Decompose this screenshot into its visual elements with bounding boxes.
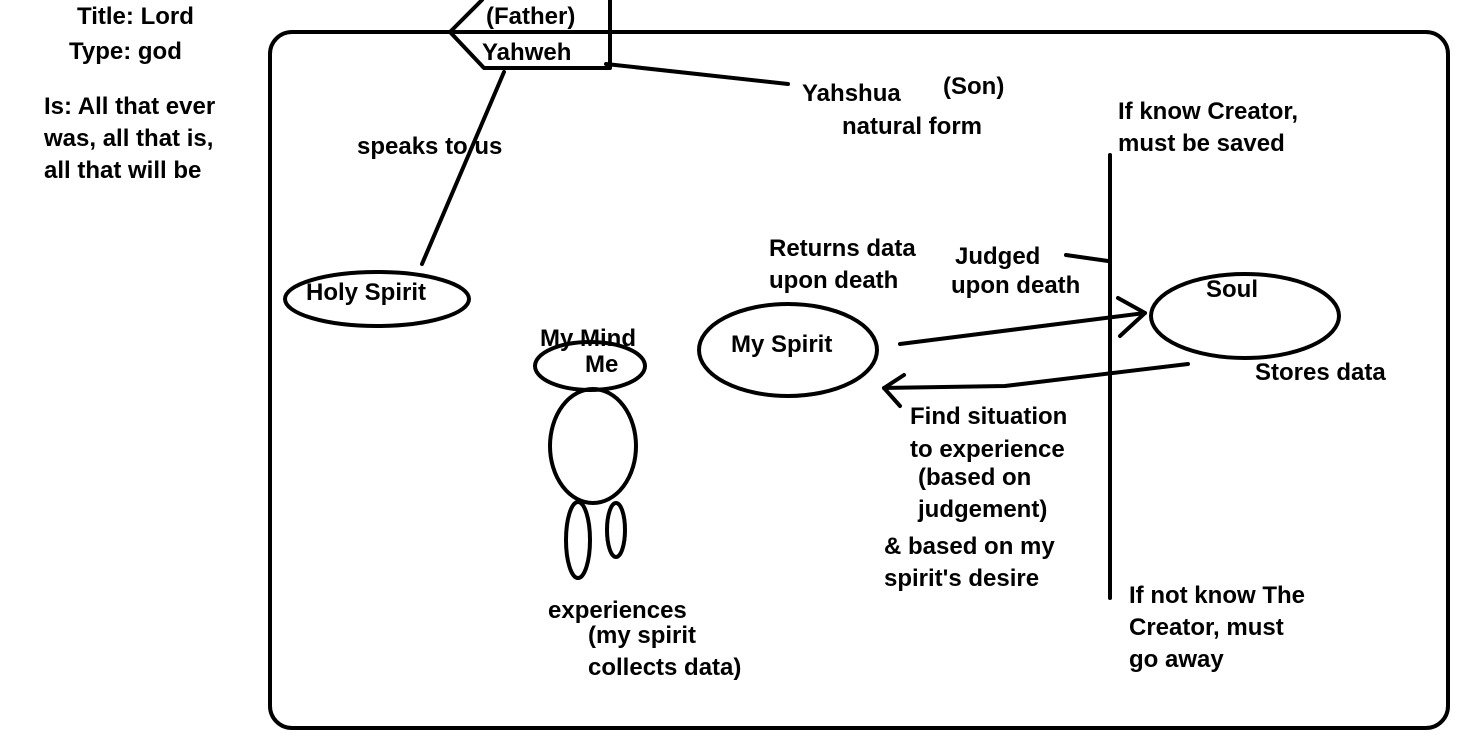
yahshua-label: Yahshua — [802, 80, 901, 107]
returns-data-line: upon death — [769, 267, 899, 294]
yahweh-label: Yahweh — [482, 39, 572, 66]
to-experience-label: to experience — [910, 436, 1065, 463]
soul-ellipse — [1149, 272, 1341, 360]
me-label: Me — [585, 351, 619, 378]
arrow-spirit-to-soul — [898, 311, 1147, 346]
collects-data-line: collects data) — [588, 654, 742, 681]
spirit-desire-line: spirit's desire — [884, 565, 1040, 592]
arrow-soul-to-spirit — [882, 362, 1190, 390]
creation-frame — [268, 30, 1450, 730]
upon-death-label: upon death — [951, 272, 1081, 299]
not-know-creator-line: If not know The — [1129, 582, 1305, 609]
title-label: Title: Lord — [77, 3, 194, 30]
spirit-desire-block: & based on my spirit's desire — [884, 531, 1055, 595]
connector-yahweh-holy-spirit — [420, 70, 506, 266]
arrow-soul-to-spirit-head — [882, 373, 906, 408]
connector-yahweh-yahshua — [604, 62, 790, 86]
returns-data-block: Returns data upon death — [769, 233, 916, 297]
my-spirit-ellipse — [697, 302, 879, 398]
my-spirit-label: My Spirit — [731, 331, 833, 358]
not-know-creator-block: If not know The Creator, must go away — [1129, 580, 1305, 676]
find-situation-label: Find situation — [910, 403, 1068, 430]
type-label: Type: god — [69, 38, 182, 65]
know-creator-block: If know Creator, must be saved — [1118, 96, 1298, 160]
collects-data-block: (my spirit collects data) — [588, 620, 741, 684]
my-mind-label: My Mind — [540, 325, 636, 352]
judged-pointer — [1064, 253, 1110, 263]
natural-form-label: natural form — [842, 113, 983, 140]
stores-data-label: Stores data — [1255, 359, 1386, 386]
speaks-to-us-label: speaks to us — [357, 133, 503, 160]
description-line: Is: All that ever — [44, 93, 216, 120]
collects-data-line: (my spirit — [588, 622, 697, 649]
father-label: (Father) — [486, 3, 576, 30]
returns-data-line: Returns data — [769, 235, 916, 262]
arrow-spirit-to-soul-head — [1116, 296, 1147, 338]
not-know-creator-line: go away — [1129, 646, 1224, 673]
holy-spirit-ellipse — [283, 270, 471, 328]
description-line: all that will be — [44, 157, 202, 184]
judged-label: Judged — [955, 243, 1041, 270]
soul-label: Soul — [1206, 276, 1258, 303]
experiences-label: experiences — [548, 597, 687, 624]
right-leg-ellipse — [605, 501, 627, 559]
know-creator-line: If know Creator, — [1118, 98, 1299, 125]
spirit-desire-line: & based on my — [884, 533, 1055, 560]
description-line: was, all that is, — [44, 125, 214, 152]
body-ellipse — [548, 387, 638, 505]
yahweh-box — [448, 0, 612, 70]
not-know-creator-line: Creator, must — [1129, 614, 1284, 641]
left-leg-ellipse — [564, 500, 592, 580]
know-creator-line: must be saved — [1118, 130, 1285, 157]
description-block: Is: All that ever was, all that is, all … — [44, 91, 215, 187]
holy-spirit-label: Holy Spirit — [306, 279, 427, 306]
based-on-label: (based on — [918, 464, 1032, 491]
judgement-label: judgement) — [918, 496, 1048, 523]
son-label: (Son) — [943, 73, 1005, 100]
